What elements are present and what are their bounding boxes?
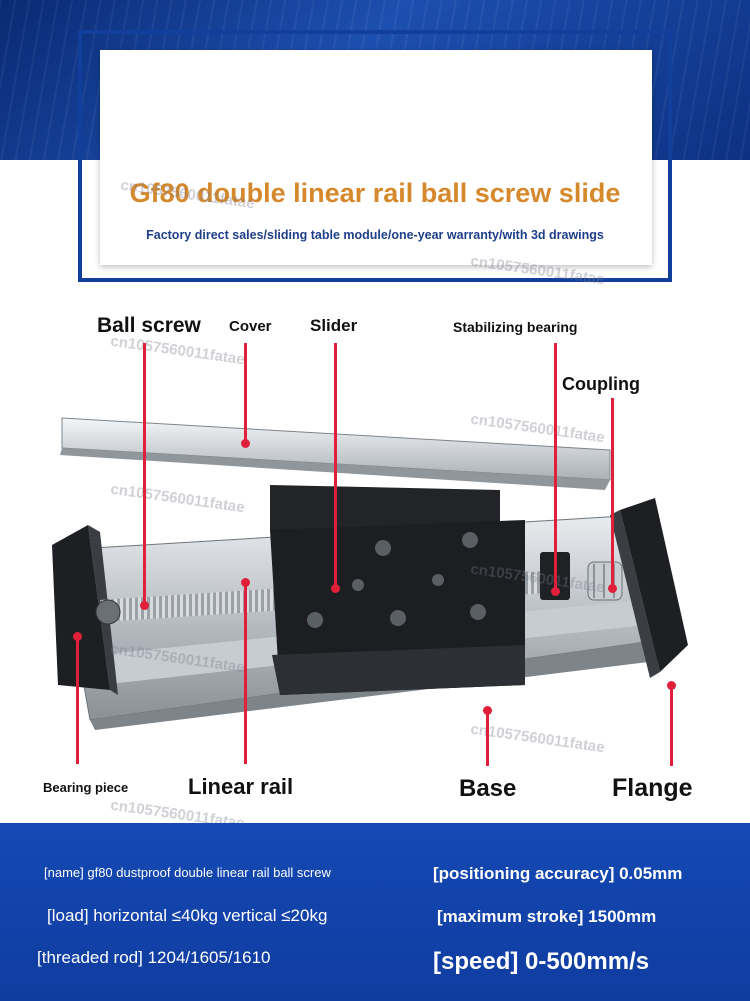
label-linear-rail: Linear rail (188, 774, 294, 799)
leader-linear-rail (244, 582, 247, 764)
flange-plate (610, 498, 688, 678)
label-flange: Flange (612, 774, 693, 802)
leader-dot-linear-rail (241, 578, 250, 587)
leader-stabilizing-bearing (554, 343, 557, 591)
page-subtitle: Factory direct sales/sliding table modul… (146, 228, 604, 242)
title-card (100, 50, 652, 265)
page-title: Gf80 double linear rail ball screw slide (129, 178, 621, 208)
leader-dot-flange (667, 681, 676, 690)
leader-dot-slider (331, 584, 340, 593)
leader-dot-coupling (608, 584, 617, 593)
leader-coupling (611, 398, 614, 588)
spec-speed: [speed] 0-500mm/s (433, 948, 650, 975)
leader-flange (670, 686, 673, 766)
leader-ball-screw (143, 343, 146, 605)
leader-base (486, 710, 489, 766)
spec-name: [name] gf80 dustproof double linear rail… (44, 865, 331, 880)
slider (270, 485, 525, 695)
spec-maximum-stroke: [maximum stroke] 1500mm (437, 907, 657, 926)
leader-dot-cover (241, 439, 250, 448)
specs-panel (0, 823, 750, 1001)
title-frame (78, 30, 672, 282)
label-coupling: Coupling (562, 374, 640, 394)
leader-dot-base (483, 706, 492, 715)
leader-cover (244, 343, 247, 443)
label-slider: Slider (310, 316, 358, 335)
leader-dot-stabilizing-bearing (551, 587, 560, 596)
label-stabilizing-bearing: Stabilizing bearing (453, 319, 578, 335)
label-base: Base (459, 775, 517, 802)
leader-dot-ball-screw (140, 601, 149, 610)
label-cover: Cover (229, 318, 272, 335)
leader-slider (334, 343, 337, 588)
label-ball-screw: Ball screw (97, 314, 201, 337)
spec-positioning-accuracy: [positioning accuracy] 0.05mm (433, 864, 683, 883)
spec-threaded-rod: [threaded rod] 1204/1605/1610 (37, 948, 271, 967)
label-bearing-piece: Bearing piece (43, 780, 129, 795)
spec-load: [load] horizontal ≤40kg vertical ≤20kg (47, 906, 328, 925)
leader-dot-bearing-piece (73, 632, 82, 641)
leader-bearing-piece (76, 636, 79, 764)
